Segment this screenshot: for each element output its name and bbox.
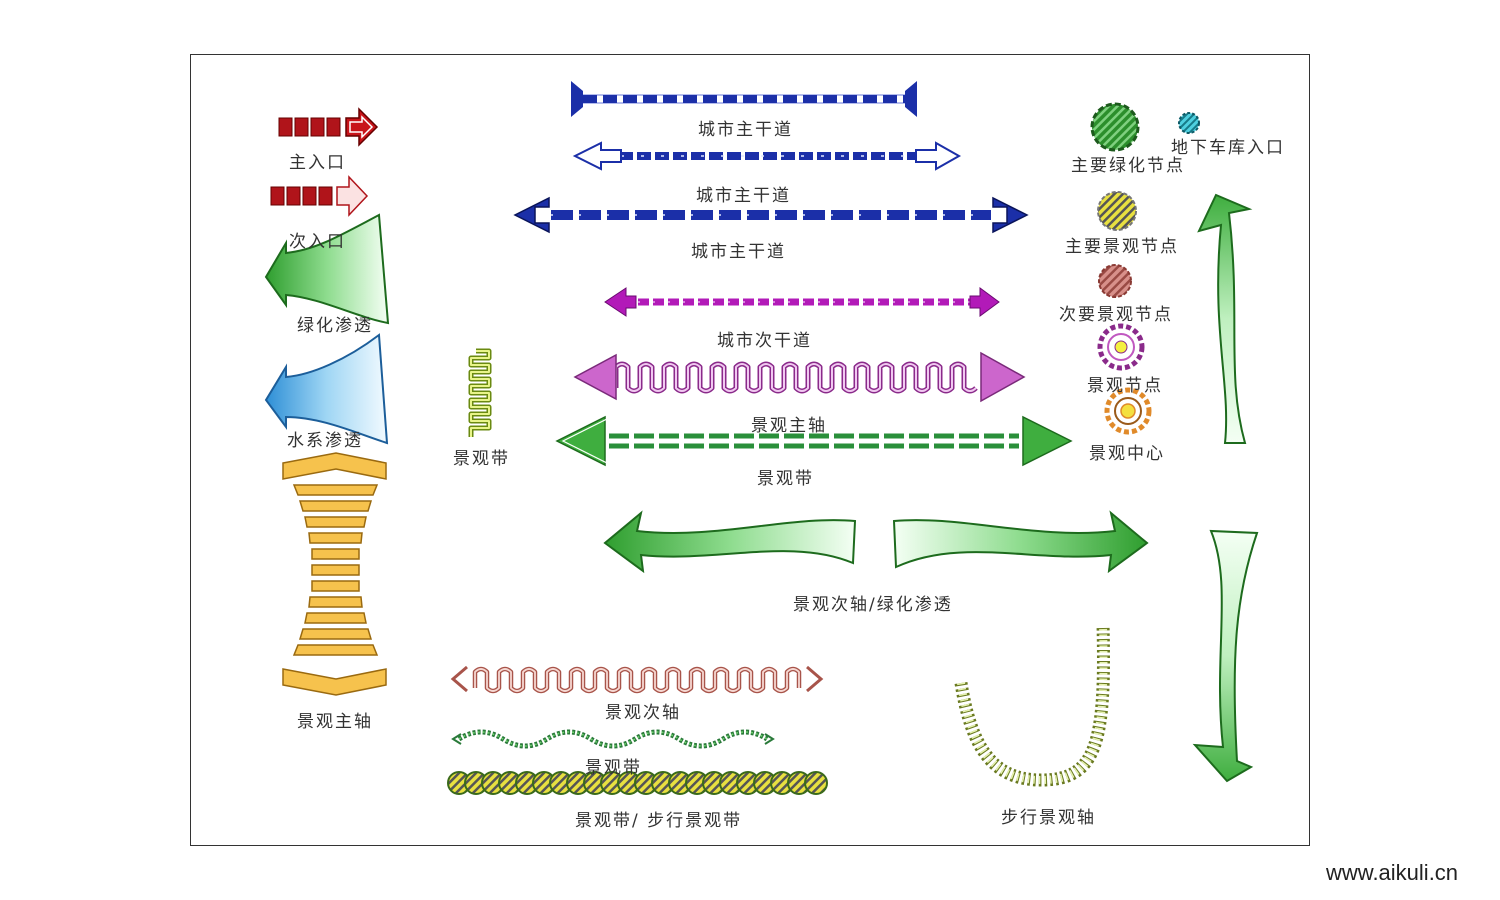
- label-urban-main-road-3: 城市主干道: [691, 242, 786, 262]
- label-secondary-entrance: 次入口: [289, 232, 346, 252]
- secondary-axis-left-arrow: [603, 510, 857, 574]
- label-landscape-main-axis-left: 景观主轴: [297, 712, 373, 732]
- label-landscape-belt-small: 景观带: [453, 449, 510, 469]
- label-main-landscape-node: 主要景观节点: [1065, 237, 1179, 257]
- label-water-penetration: 水系渗透: [287, 431, 363, 451]
- label-underground-garage: 地下车库入口: [1171, 138, 1285, 158]
- label-walk-axis: 步行景观轴: [1001, 808, 1096, 828]
- walk-axis-symbol: [954, 624, 1110, 787]
- water-penetration-symbol: [264, 333, 389, 445]
- label-urban-main-road-1: 城市主干道: [698, 120, 793, 140]
- label-landscape-belt-walk: 景观带/ 步行景观带: [575, 811, 743, 831]
- label-landscape-center: 景观中心: [1089, 444, 1165, 464]
- label-landscape-node: 景观节点: [1087, 376, 1163, 396]
- legend-artwork: [264, 81, 1259, 795]
- main-green-node-symbol: [1090, 102, 1140, 152]
- label-landscape-secondary-axis: 景观次轴: [605, 703, 681, 723]
- vertical-green-arrow-up: [1197, 193, 1253, 444]
- walk-belt-circle: [804, 771, 828, 795]
- label-main-entrance: 主入口: [289, 153, 346, 173]
- main-landscape-node-symbol: [1097, 191, 1137, 231]
- secondary-entrance-symbol: [270, 175, 369, 217]
- landscape-center-symbol: [1104, 387, 1152, 435]
- label-landscape-main-axis: 景观主轴: [751, 416, 827, 436]
- green-penetration-symbol: [264, 213, 390, 325]
- urban-main-road-3-symbol: [513, 196, 1029, 234]
- landscape-belt-small-symbol: [468, 348, 492, 437]
- label-urban-main-road-2: 城市主干道: [696, 186, 791, 206]
- vertical-green-arrow-down: [1192, 529, 1259, 783]
- watermark: www.aikuli.cn: [1326, 860, 1459, 885]
- secondary-landscape-node-symbol: [1098, 264, 1132, 298]
- label-urban-secondary-road: 城市次干道: [717, 331, 812, 351]
- urban-main-road-1-symbol: [571, 81, 917, 117]
- label-secondary-axis-green: 景观次轴/绿化渗透: [793, 595, 953, 615]
- landscape-secondary-axis-symbol: [450, 665, 824, 694]
- secondary-axis-right-arrow: [892, 510, 1149, 574]
- main-entrance-symbol: [278, 107, 379, 147]
- landscape-belt-symbol: [555, 415, 1073, 467]
- legend-frame: 主入口 次入口 绿化渗透 水系渗透 景观主轴 景观带 城市主干道 城市主干道 城…: [190, 54, 1310, 846]
- landscape-node-symbol: [1097, 323, 1145, 371]
- underground-garage-symbol: [1178, 112, 1200, 134]
- label-landscape-belt-wave: 景观带: [585, 758, 642, 778]
- urban-main-road-2-symbol: [572, 141, 962, 171]
- label-main-green-node: 主要绿化节点: [1071, 156, 1185, 176]
- urban-secondary-road-symbol: [604, 287, 1000, 317]
- landscape-belt-wave-symbol: [451, 729, 775, 749]
- label-landscape-belt: 景观带: [757, 469, 814, 489]
- label-secondary-landscape-node: 次要景观节点: [1059, 305, 1173, 325]
- label-green-penetration: 绿化渗透: [297, 316, 373, 336]
- landscape-main-axis-vertical-symbol: [282, 452, 387, 696]
- landscape-main-axis-symbol: [573, 351, 1026, 403]
- landscape-belt-walk-symbol: [447, 771, 828, 795]
